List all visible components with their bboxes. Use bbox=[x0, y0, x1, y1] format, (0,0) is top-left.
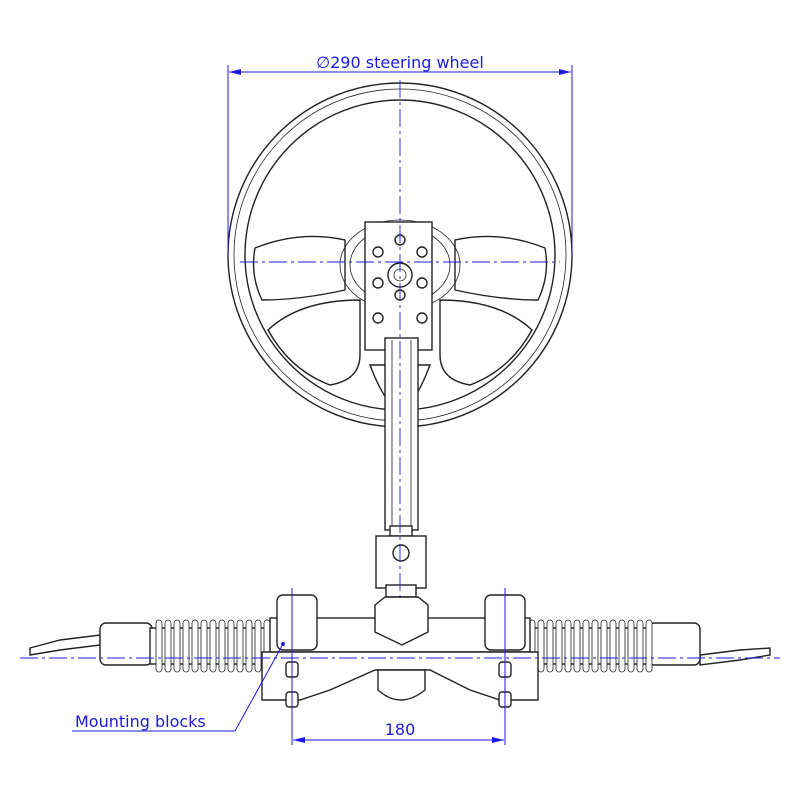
bellows-rib bbox=[245, 619, 253, 673]
wheel-diameter-label: ∅290 steering wheel bbox=[316, 53, 484, 72]
bellows-rib bbox=[254, 619, 262, 673]
bellows-rib bbox=[618, 619, 626, 673]
bellows-rib bbox=[645, 619, 653, 673]
bellows-rib bbox=[600, 619, 608, 673]
steering-column bbox=[384, 337, 419, 531]
mounting-blocks-callout: Mounting blocks bbox=[72, 642, 285, 732]
bellows-rib bbox=[555, 619, 563, 673]
bellows-rib bbox=[636, 619, 644, 673]
bellows-rib bbox=[627, 619, 635, 673]
bellows-rib bbox=[173, 619, 181, 673]
wheel-diameter-dimension: ∅290 steering wheel bbox=[227, 53, 573, 255]
bellows-rib bbox=[564, 619, 572, 673]
bellows-rib bbox=[609, 619, 617, 673]
bellows-rib bbox=[164, 619, 172, 673]
bellows-rib bbox=[200, 619, 208, 673]
mount-spacing-dimension: 180 bbox=[293, 720, 504, 743]
bellows-rib bbox=[582, 619, 590, 673]
universal-joint bbox=[375, 525, 427, 598]
bellows-rib bbox=[227, 619, 235, 673]
mount-spacing-label: 180 bbox=[385, 720, 416, 739]
steering-rack bbox=[29, 594, 771, 708]
steering-wheel bbox=[227, 82, 573, 428]
bellows-rib bbox=[573, 619, 581, 673]
mounting-blocks-label: Mounting blocks bbox=[75, 712, 206, 731]
bellows-rib bbox=[182, 619, 190, 673]
bellows-rib bbox=[236, 619, 244, 673]
bellows-rib bbox=[591, 619, 599, 673]
hub-adapter-plate bbox=[364, 221, 433, 351]
bellows-rib bbox=[537, 619, 545, 673]
bellows-rib bbox=[218, 619, 226, 673]
centerlines bbox=[20, 80, 780, 745]
bellows-rib bbox=[191, 619, 199, 673]
bellows-rib bbox=[155, 619, 163, 673]
bellows-rib bbox=[209, 619, 217, 673]
bellows-rib bbox=[546, 619, 554, 673]
